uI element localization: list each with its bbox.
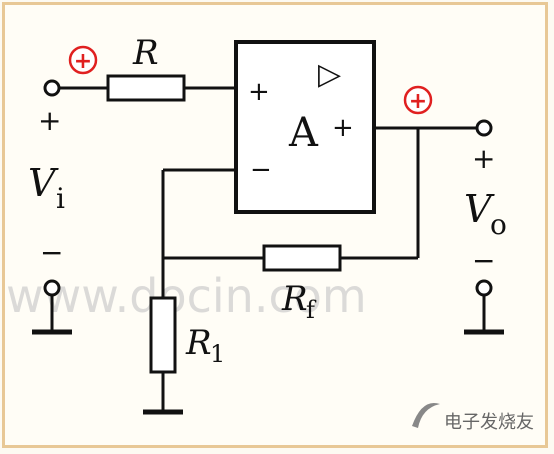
opamp-minus-sign: −	[250, 155, 272, 185]
label-resistor-r1: R 1	[185, 323, 225, 368]
opamp-triangle-icon: ▷	[318, 57, 341, 92]
opamp-label: A	[288, 110, 319, 156]
svg-text:R: R	[185, 323, 212, 363]
vout-plus-sign: +	[472, 142, 495, 175]
svg-text:V: V	[464, 187, 495, 231]
svg-text:+: +	[409, 89, 427, 114]
svg-text:o: o	[490, 208, 507, 241]
opamp-output-plus: +	[332, 113, 354, 143]
terminal-vout-bottom	[475, 279, 493, 297]
label-vout: V o	[464, 187, 507, 241]
resistor-rf	[262, 244, 342, 272]
opamp-plus-sign: +	[248, 77, 270, 107]
terminal-vout-top	[475, 119, 493, 137]
vin-minus-sign: −	[40, 236, 63, 269]
svg-text:R: R	[281, 279, 308, 319]
vout-minus-sign: −	[472, 244, 495, 277]
svg-text:V: V	[28, 161, 59, 205]
label-vin: V i	[28, 161, 65, 215]
label-resistor-r: R	[132, 33, 159, 73]
label-resistor-rf: R f	[281, 279, 317, 324]
terminal-vin-bottom	[43, 279, 61, 297]
vin-plus-sign: +	[38, 104, 61, 137]
svg-text:1: 1	[210, 340, 225, 368]
brand-logo: 电子发烧友	[412, 402, 534, 433]
polarity-marker-output: +	[403, 85, 433, 115]
svg-text:f: f	[306, 296, 317, 324]
svg-text:+: +	[74, 49, 92, 74]
svg-text:i: i	[56, 182, 65, 215]
brand-text: 电子发烧友	[444, 412, 534, 433]
polarity-marker-input: +	[68, 45, 98, 75]
resistor-r	[106, 74, 186, 102]
resistor-r1	[149, 296, 177, 374]
opamp-box	[234, 40, 376, 214]
watermark-text: www.docin.com	[6, 269, 367, 323]
terminal-vin-top	[43, 79, 61, 97]
